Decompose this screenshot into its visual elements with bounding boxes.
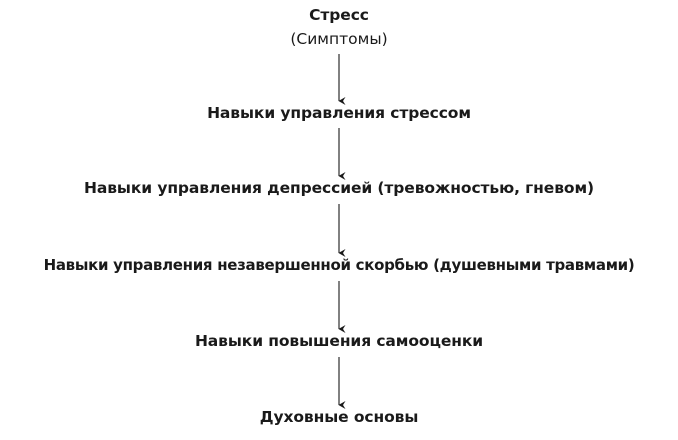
node-grief-management-skills: Навыки управления незавершенной скорбью … — [43, 256, 635, 274]
node-stress-management-skills: Навыки управления стрессом — [207, 104, 471, 122]
node-depression-management-skills: Навыки управления депрессией (тревожност… — [83, 179, 595, 197]
node-spiritual-foundations: Духовные основы — [259, 408, 419, 426]
node-stress-title: Стресс — [309, 6, 369, 24]
node-stress-subtitle: (Симптомы) — [290, 30, 388, 48]
node-self-esteem-skills: Навыки повышения самооценки — [194, 332, 484, 350]
